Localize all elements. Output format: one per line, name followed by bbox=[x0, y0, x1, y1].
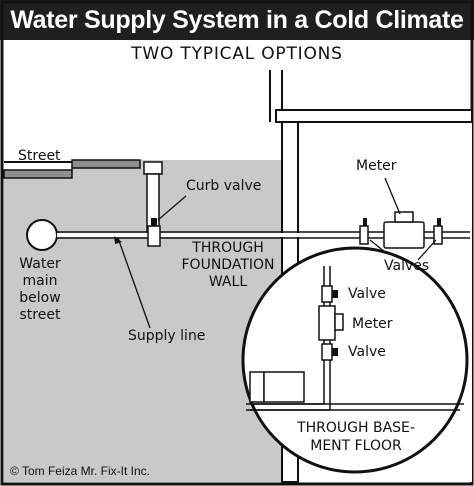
inset-meter bbox=[318, 305, 336, 341]
curb-box-cap bbox=[143, 161, 163, 175]
curb-valve-handle bbox=[151, 218, 157, 226]
street-label: Street bbox=[18, 148, 61, 164]
meter-body bbox=[383, 221, 425, 249]
curb-valve bbox=[147, 225, 161, 247]
inset-meter-label: Meter bbox=[352, 316, 393, 332]
inset-valve-bottom bbox=[321, 343, 333, 361]
water-main-label-3: below bbox=[19, 290, 61, 306]
valves-leader-right bbox=[417, 239, 437, 261]
curb-valve-label: Curb valve bbox=[186, 178, 262, 194]
curb-valve-leader bbox=[157, 195, 187, 221]
meter-dial bbox=[394, 211, 414, 223]
inset-valve-bottom-label: Valve bbox=[348, 344, 386, 360]
valve-left bbox=[359, 225, 369, 245]
through-basement-label-1: THROUGH BASE- bbox=[297, 420, 415, 436]
street-surface bbox=[3, 159, 141, 179]
diagram-title: Water Supply System in a Cold Climate bbox=[0, 0, 474, 40]
subtitle: TWO TYPICAL OPTIONS bbox=[131, 44, 343, 64]
inset-valve-top-label: Valve bbox=[348, 286, 386, 302]
meter-leader bbox=[384, 177, 401, 215]
water-main-label-4: street bbox=[19, 307, 61, 323]
water-main-label-2: main bbox=[22, 273, 58, 289]
inset-footing bbox=[263, 371, 305, 403]
inset-circle bbox=[241, 246, 469, 474]
through-foundation-label-1: THROUGH bbox=[192, 240, 264, 256]
soil bbox=[4, 160, 300, 482]
through-foundation-label-2: FOUNDATION bbox=[181, 257, 275, 273]
water-main-label-1: Water bbox=[19, 256, 61, 272]
supply-line-label: Supply line bbox=[128, 328, 206, 344]
inset-valve-top bbox=[321, 285, 333, 303]
meter-label: Meter bbox=[356, 158, 397, 174]
copyright-credit: © Tom Feiza Mr. Fix-It Inc. bbox=[10, 464, 150, 478]
supply-line-leader bbox=[117, 237, 151, 329]
water-main bbox=[26, 219, 58, 251]
floor-joist bbox=[275, 109, 473, 123]
through-basement-label-2: MENT FLOOR bbox=[310, 438, 402, 454]
valves-label: Valves bbox=[384, 258, 430, 274]
through-foundation-label-3: WALL bbox=[208, 274, 248, 290]
